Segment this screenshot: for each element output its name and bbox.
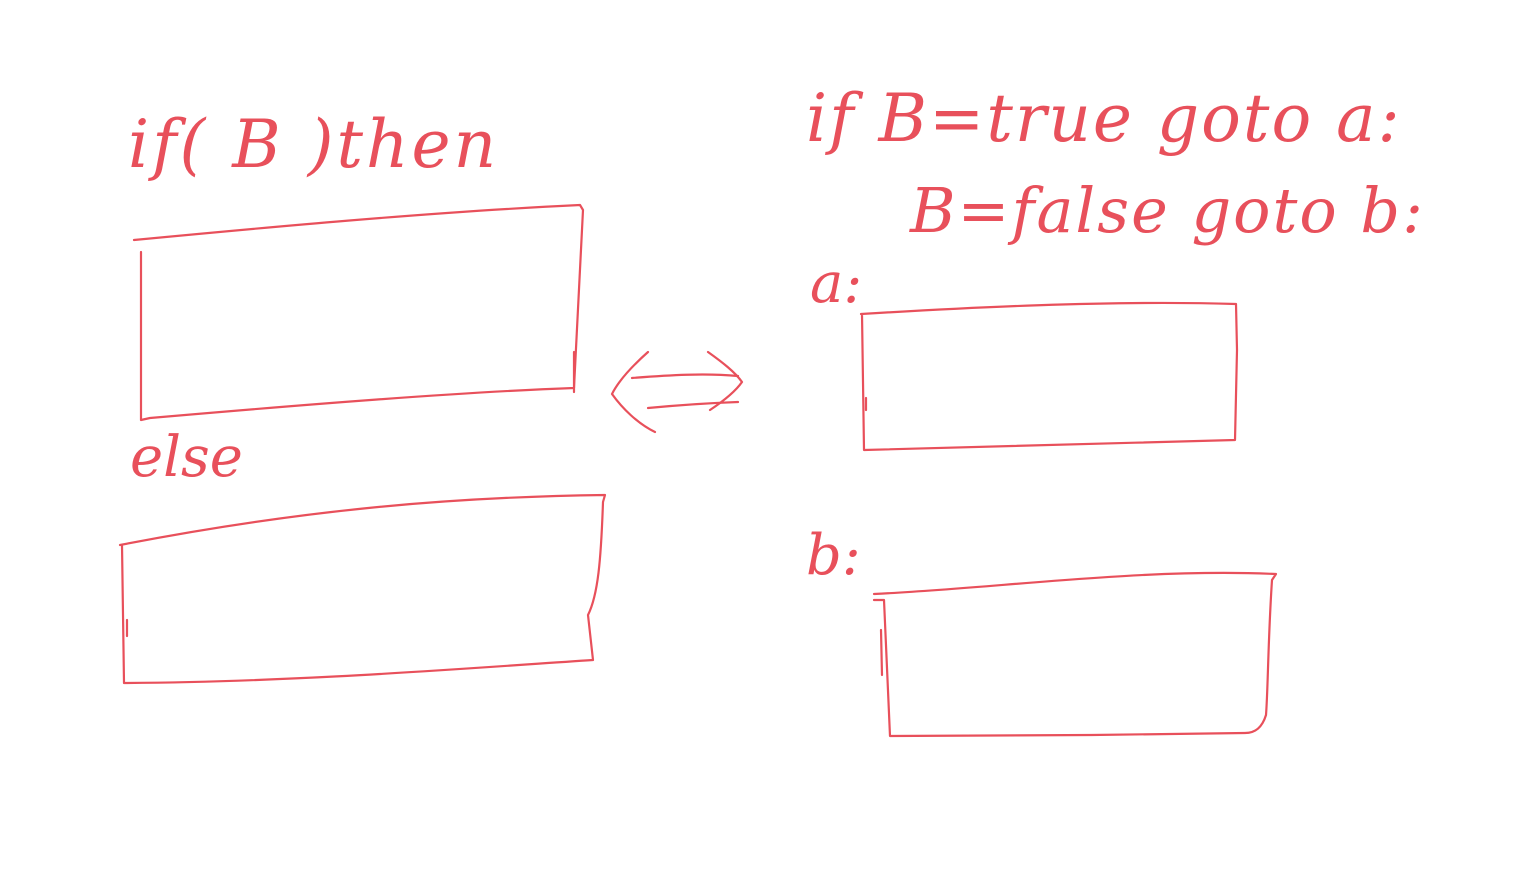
else-block-box [118, 493, 607, 685]
if-then-label: if( B )then [128, 106, 500, 183]
block-b-box [872, 571, 1278, 738]
then-block-box [132, 203, 585, 422]
label-a: a: [810, 251, 863, 316]
block-a-box [859, 301, 1239, 452]
equivalence-arrow [610, 350, 744, 434]
goto-a-statement: if B=true goto a: [806, 80, 1402, 157]
goto-b-statement: B=false goto b: [910, 174, 1426, 247]
label-b: b: [806, 523, 861, 588]
else-label: else [130, 425, 243, 490]
